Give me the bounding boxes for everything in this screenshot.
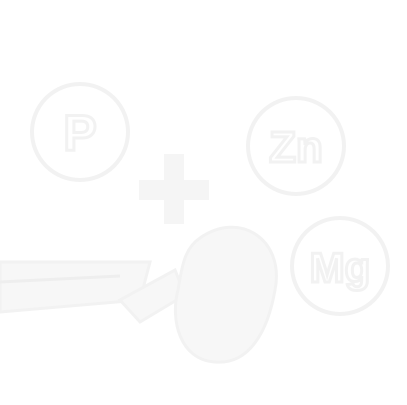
- element-mg-badge: Mg: [290, 216, 390, 316]
- powder-blob-icon: [173, 225, 278, 364]
- element-mg-circle: [290, 216, 390, 316]
- element-p-circle: [30, 82, 130, 182]
- element-mg-label: Mg: [310, 244, 371, 291]
- element-zn-label: Zn: [269, 123, 323, 172]
- element-p-badge: P: [30, 82, 130, 182]
- hand-spoon-icon: [0, 260, 187, 324]
- plus-icon: [139, 154, 209, 224]
- element-zn-circle: [246, 96, 346, 196]
- element-zn-badge: Zn: [246, 96, 346, 196]
- element-p-label: P: [63, 105, 96, 161]
